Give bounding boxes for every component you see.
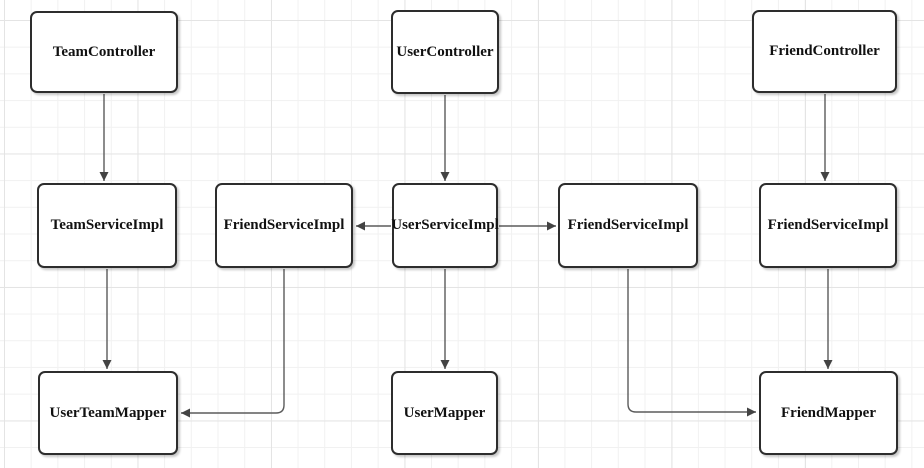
node-label: UserTeamMapper xyxy=(49,404,167,421)
node-label: FriendController xyxy=(769,43,880,59)
node-user-controller[interactable]: UserController xyxy=(391,10,499,94)
edge-friend-service-impl-mid-to-friend-mapper[interactable] xyxy=(627,269,756,417)
node-label: UserServiceImpl xyxy=(391,217,499,233)
node-label: UserMapper xyxy=(403,404,486,421)
node-label: FriendMapper xyxy=(781,404,876,421)
node-team-controller[interactable]: TeamController xyxy=(30,11,178,93)
node-friend-mapper[interactable]: FriendMapper xyxy=(759,371,898,455)
node-friend-controller[interactable]: FriendController xyxy=(752,10,897,93)
node-user-team-mapper[interactable]: UserTeamMapper xyxy=(38,371,178,455)
node-label: UserController xyxy=(396,43,494,60)
edge-friend-service-impl-left-to-user-team-mapper[interactable] xyxy=(181,269,285,418)
node-label: FriendServiceImpl xyxy=(767,217,889,233)
node-label: TeamController xyxy=(52,43,156,60)
node-team-service-impl[interactable]: TeamServiceImpl xyxy=(37,183,177,268)
node-label: TeamServiceImpl xyxy=(50,217,164,233)
node-user-mapper[interactable]: UserMapper xyxy=(391,371,498,455)
node-friend-service-impl-left[interactable]: FriendServiceImpl xyxy=(215,183,353,268)
node-friend-service-impl-right[interactable]: FriendServiceImpl xyxy=(759,183,897,268)
node-user-service-impl[interactable]: UserServiceImpl xyxy=(391,183,499,268)
node-label: FriendServiceImpl xyxy=(567,217,689,233)
node-label: FriendServiceImpl xyxy=(223,217,345,233)
node-friend-service-impl-mid[interactable]: FriendServiceImpl xyxy=(558,183,698,268)
